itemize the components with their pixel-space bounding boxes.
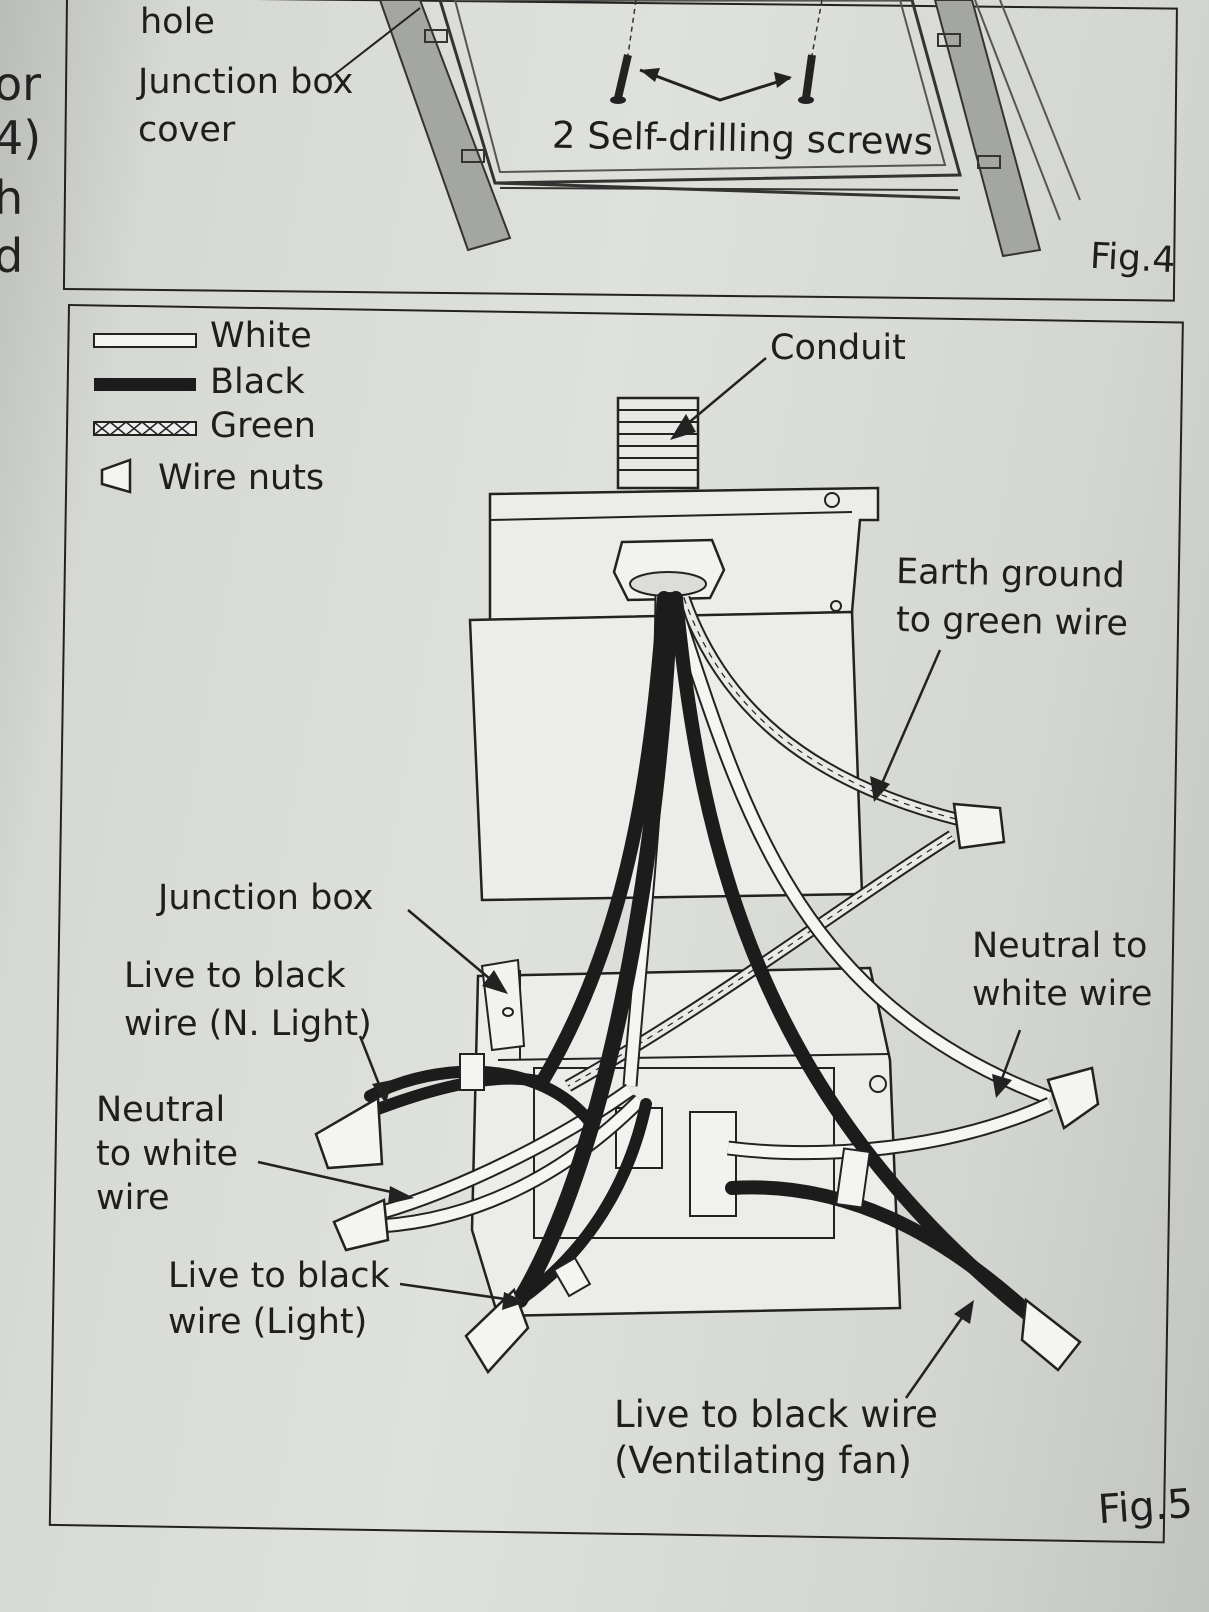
screw-left-icon	[610, 54, 632, 104]
conduit-drawing	[616, 396, 700, 490]
legend-wire-nuts-label: Wire nuts	[158, 458, 325, 498]
label-live-light-2: wire (Light)	[168, 1302, 368, 1342]
wire-nut-live-light-icon	[464, 1287, 530, 1375]
label-live-fan-2: (Ventilating fan)	[614, 1439, 912, 1482]
label-earth-ground-1: Earth ground	[895, 552, 1126, 596]
label-neutral-left-2: to white	[96, 1134, 239, 1174]
label-live-fan-1: Live to black wire	[614, 1393, 938, 1436]
label-live-nlight-2: wire (N. Light)	[124, 1004, 372, 1044]
label-neutral-left-3: wire	[96, 1178, 170, 1218]
screw-right-icon	[798, 54, 816, 104]
wire-nut-live-nlight-icon	[314, 1095, 384, 1170]
wire-nut-ground-icon	[952, 802, 1006, 850]
legend-white-label: White	[210, 316, 312, 356]
wire-nut-live-fan-icon	[1020, 1297, 1082, 1372]
margin-text-4: d	[0, 229, 24, 283]
white-wire-swatch	[93, 333, 197, 348]
label-junction-box-cover-1: Junction box	[138, 62, 354, 102]
label-live-nlight-1: Live to black	[124, 956, 346, 996]
black-wire-swatch	[94, 378, 196, 391]
green-wire-swatch	[93, 421, 197, 436]
label-neutral-right-2: white wire	[972, 974, 1153, 1014]
black-wire-drawing	[364, 591, 1037, 1323]
legend-green-label: Green	[210, 406, 316, 446]
label-junction-box-cover-2: cover	[138, 110, 236, 150]
label-live-light-1: Live to black	[168, 1256, 390, 1296]
junction-box-upper	[468, 486, 880, 902]
label-neutral-right-1: Neutral to	[972, 926, 1148, 966]
label-earth-ground-2: to green wire	[895, 599, 1129, 645]
label-hole: hole	[140, 2, 215, 42]
margin-text-1: or	[0, 57, 42, 111]
label-conduit: Conduit	[770, 328, 906, 368]
wire-nut-icon	[100, 458, 132, 494]
margin-text-3: h	[0, 171, 24, 225]
label-junction-box: Junction box	[158, 878, 374, 918]
label-neutral-left-1: Neutral	[96, 1090, 226, 1130]
legend-black-label: Black	[210, 362, 305, 402]
wire-nut-neutral-right-icon	[1046, 1066, 1100, 1130]
wire-nut-neutral-left-icon	[332, 1198, 390, 1252]
fig5-label: Fig.5	[1096, 1480, 1195, 1534]
margin-text-2: 4)	[0, 111, 42, 165]
